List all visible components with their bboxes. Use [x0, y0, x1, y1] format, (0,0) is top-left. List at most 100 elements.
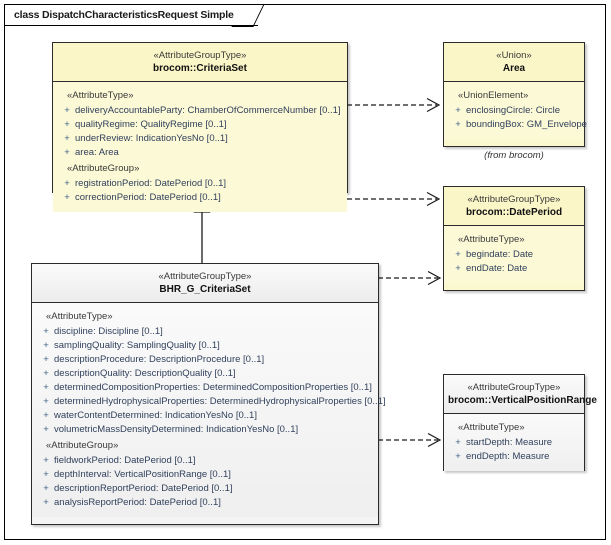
attribute-text: descriptionProcedure: DescriptionProcedu… [54, 354, 265, 365]
attribute-text: startDepth: Measure [466, 437, 553, 448]
connector-criteriaset-to-area [347, 97, 443, 113]
attribute-row: + endDate: Date [444, 262, 584, 276]
class-header-criteriaset: «AttributeGroupType» brocom::CriteriaSet [53, 43, 347, 82]
attribute-group-label: «AttributeType» [458, 234, 525, 245]
attribute-text: endDepth: Measure [466, 451, 550, 462]
attribute-text: determinedCompositionProperties: Determi… [54, 382, 372, 393]
attribute-text: depthInterval: VerticalPositionRange [0.… [54, 469, 231, 480]
attribute-text: fieldworkPeriod: DatePeriod [0..1] [54, 455, 196, 466]
attribute-text: deliveryAccountableParty: ChamberOfComme… [75, 105, 341, 116]
attribute-row: +samplingQuality: SamplingQuality [0..1] [32, 339, 378, 353]
attribute-group-label: «AttributeGroup» [67, 163, 140, 174]
attribute-row: +descriptionReportPeriod: DatePeriod [0.… [32, 482, 378, 496]
attribute-row: + begindate: Date [444, 248, 584, 262]
class-box-criteriaset[interactable]: «AttributeGroupType» brocom::CriteriaSet… [52, 42, 348, 212]
visibility-marker: + [64, 133, 70, 144]
class-stereotype: «AttributeGroupType» [153, 50, 247, 61]
class-stereotype: «AttributeGroupType» [467, 382, 561, 393]
class-box-area[interactable]: «Union» Area «UnionElement» + enclosingCi… [443, 42, 587, 147]
visibility-marker: + [43, 497, 49, 508]
attribute-text: determinedHydrophysicalProperties: Deter… [54, 396, 386, 407]
visibility-marker: + [455, 249, 461, 260]
connector-criteriaset-to-dateperiod [347, 191, 443, 207]
class-name: brocom::VerticalPositionRange [448, 395, 597, 406]
visibility-marker: + [64, 147, 70, 158]
visibility-marker: + [43, 483, 49, 494]
attribute-row: + discipline: Discipline [0..1] [32, 325, 378, 339]
class-name: BHR_G_CriteriaSet [159, 284, 251, 295]
attribute-row: +underReview: IndicationYesNo [0..1] [53, 132, 347, 146]
attribute-row: + deliveryAccountableParty: ChamberOfComm… [53, 104, 347, 118]
visibility-marker: + [43, 354, 49, 365]
class-header-dateperiod: «AttributeGroupType» brocom::DatePeriod [444, 187, 584, 226]
attribute-row: +waterContentDetermined: IndicationYesNo… [32, 409, 378, 423]
attribute-row: + determinedCompositionProperties: Determ… [32, 381, 378, 395]
visibility-marker: + [43, 410, 49, 421]
class-body-verticalpositionrange: «AttributeType» +startDepth: Measure +en… [444, 414, 584, 471]
visibility-marker: + [64, 192, 70, 203]
class-stereotype: «AttributeGroupType» [158, 271, 252, 282]
attribute-text: enclosingCircle: Circle [466, 105, 560, 116]
connector-bhr-to-verticalpositionrange [378, 432, 444, 448]
class-body-criteriaset: «AttributeType» +deliveryAccountablePart… [53, 82, 347, 212]
attribute-text: discipline: Discipline [0..1] [54, 326, 163, 337]
visibility-marker: + [43, 455, 49, 466]
diagram-frame-label: class DispatchCharacteristicsRequest Sim… [4, 4, 258, 26]
class-name: brocom::CriteriaSet [153, 63, 247, 74]
visibility-marker: + [43, 424, 49, 435]
class-box-dateperiod[interactable]: «AttributeGroupType» brocom::DatePeriod … [443, 186, 585, 291]
attribute-row: + area: Area [53, 146, 347, 160]
visibility-marker: + [455, 105, 461, 116]
visibility-marker: + [43, 368, 49, 379]
class-box-verticalpositionrange[interactable]: «AttributeGroupType» brocom::VerticalPos… [443, 374, 597, 471]
attribute-text: registrationPeriod: DatePeriod [0..1] [75, 178, 227, 189]
attribute-row: + analysisReportPeriod: DatePeriod [0..1] [32, 496, 378, 510]
attribute-text: endDate: Date [466, 263, 528, 274]
attribute-group-label: «UnionElement» [458, 90, 529, 101]
visibility-marker: + [64, 119, 70, 130]
attribute-row: + startDepth: Measure [444, 436, 584, 450]
visibility-marker: + [43, 396, 49, 407]
connector-bhr-to-dateperiod [378, 270, 444, 286]
visibility-marker: + [455, 119, 461, 130]
attribute-text: boundingBox: GM_Envelope [466, 119, 587, 130]
attribute-group-label: «AttributeType» [46, 311, 113, 322]
visibility-marker: + [43, 469, 49, 480]
class-body-bhr-g-criteriaset: «AttributeType» + discipline: Discipline … [32, 303, 386, 517]
class-box-bhr-g-criteriaset[interactable]: «AttributeGroupType» BHR_G_CriteriaSet «… [31, 263, 386, 525]
attribute-text: analysisReportPeriod: DatePeriod [0..1] [54, 497, 221, 508]
attribute-row: + registrationPeriod: DatePeriod [0..1] [53, 177, 347, 191]
class-header-bhr-g-criteriaset: «AttributeGroupType» BHR_G_CriteriaSet [32, 264, 378, 303]
attribute-text: descriptionQuality: DescriptionQuality [… [54, 368, 236, 379]
attribute-text: begindate: Date [466, 249, 534, 260]
attribute-row: + boundingBox: GM_Envelope [444, 118, 587, 132]
attribute-text: qualityRegime: QualityRegime [0..1] [75, 119, 227, 130]
visibility-marker: + [64, 105, 70, 116]
attribute-row: + determinedHydrophysicalProperties: Dete… [32, 395, 385, 409]
visibility-marker: + [43, 326, 49, 337]
attribute-row: + enclosingCircle: Circle [444, 104, 584, 118]
class-body-area: «UnionElement» +enclosingCircle: Circle … [444, 82, 587, 139]
attribute-row: + qualityRegime: QualityRegime [0..1] [53, 118, 347, 132]
attribute-group-label: «AttributeGroup» [46, 440, 119, 451]
attribute-row: + fieldworkPeriod: DatePeriod [0..1] [32, 454, 378, 468]
attribute-row: + volumetricMassDensityDetermined: Indica… [32, 423, 378, 437]
class-body-dateperiod: «AttributeType» + begindate: Date + endDat… [444, 226, 584, 283]
visibility-marker: + [43, 382, 49, 393]
class-stereotype: «Union» [496, 50, 532, 61]
attribute-row: + descriptionProcedure: DescriptionProced… [32, 353, 378, 367]
attribute-row: + correctionPeriod: DatePeriod [0..1] [53, 191, 347, 205]
attribute-text: area: Area [75, 147, 119, 158]
visibility-marker: + [455, 451, 461, 462]
visibility-marker: + [455, 437, 461, 448]
attribute-row: + descriptionQuality: DescriptionQuality … [32, 367, 378, 381]
class-name: Area [502, 63, 526, 74]
class-name: brocom::DatePeriod [465, 207, 563, 218]
package-note-area: (from brocom) [484, 150, 544, 161]
visibility-marker: + [64, 178, 70, 189]
attribute-text: volumetricMassDensityDetermined: Indicat… [54, 424, 299, 435]
class-header-verticalpositionrange: «AttributeGroupType» brocom::VerticalPos… [444, 375, 597, 414]
visibility-marker: + [455, 263, 461, 274]
attribute-text: correctionPeriod: DatePeriod [0..1] [75, 192, 221, 203]
